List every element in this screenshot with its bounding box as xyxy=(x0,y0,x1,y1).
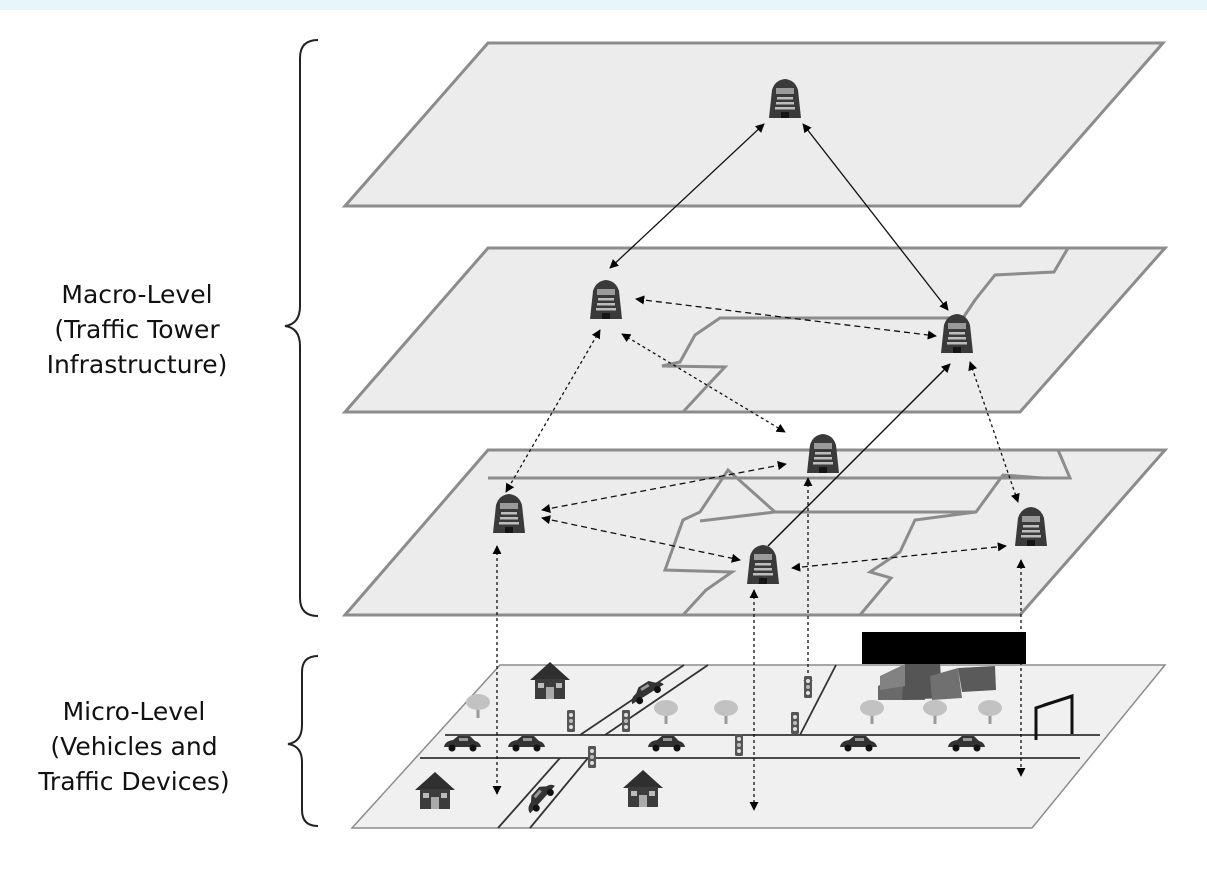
micro-level-label: Micro-Level (Vehicles and Traffic Device… xyxy=(0,694,268,799)
top-bar xyxy=(0,0,1207,10)
gate-icon xyxy=(1034,693,1074,740)
traffic-light-icon xyxy=(804,676,812,698)
building-cluster-icon xyxy=(878,662,996,700)
traffic-light-icon xyxy=(791,712,799,734)
traffic-light-icon xyxy=(735,734,743,756)
traffic-light-icon xyxy=(567,710,575,732)
micro-label-line-3: Traffic Devices) xyxy=(38,767,230,796)
traffic-tower-icon xyxy=(807,434,839,473)
micro-label-line-1: Micro-Level xyxy=(62,697,206,726)
micro-label-line-2: (Vehicles and xyxy=(50,732,218,761)
plane-top xyxy=(341,41,1167,208)
macro-label-line-2: (Traffic Tower xyxy=(54,315,220,344)
traffic-light-icon xyxy=(622,710,630,732)
macro-label-line-1: Macro-Level xyxy=(61,280,213,309)
traffic-light-icon xyxy=(588,746,596,768)
macro-label-line-3: Infrastructure) xyxy=(46,350,228,379)
redaction-bar xyxy=(862,632,1026,664)
macro-level-label: Macro-Level (Traffic Tower Infrastructur… xyxy=(2,277,272,382)
macro-bracket xyxy=(284,39,319,617)
micro-bracket xyxy=(287,655,319,827)
connections xyxy=(492,123,1026,811)
